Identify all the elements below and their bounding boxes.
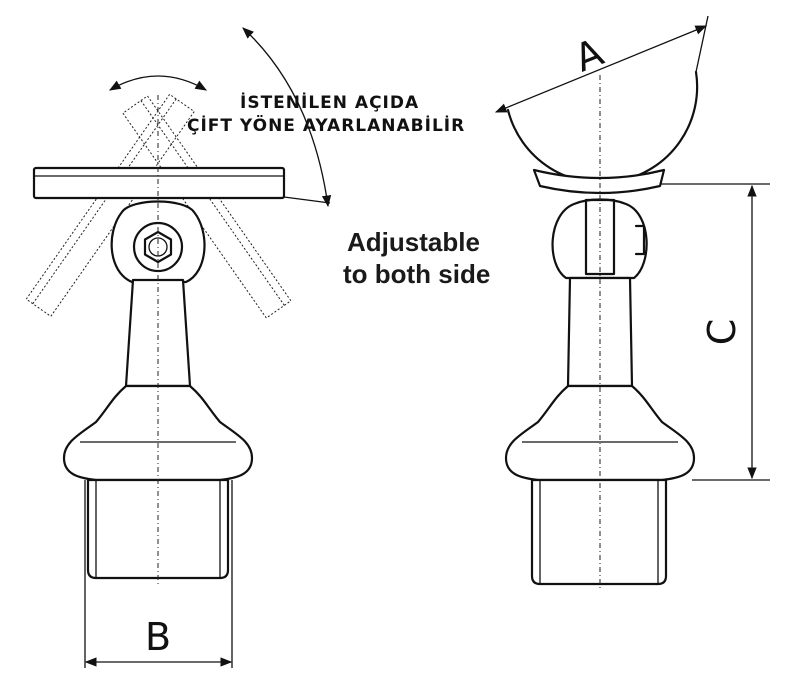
note-line-2: ÇİFT YÖNE AYARLANABİLİR (187, 114, 465, 136)
caption-line-2: to both side (343, 259, 490, 289)
dimension-c-label: C (700, 319, 744, 346)
hex-socket-icon (143, 230, 173, 264)
front-view: B (25, 27, 332, 668)
saddle-lip (532, 168, 666, 195)
saddle-cup (506, 70, 699, 184)
caption-line-1: Adjustable (347, 227, 480, 257)
adjustable-caption: Adjustable to both side (343, 227, 490, 289)
saddle-plate (32, 166, 286, 200)
dimension-a-label: A (569, 30, 610, 81)
adjustment-note: İSTENİLEN AÇIDA ÇİFT YÖNE AYARLANABİLİR (187, 91, 465, 136)
note-line-1: İSTENİLEN AÇIDA (240, 91, 419, 113)
dimension-c: C (660, 183, 770, 481)
tilt-range-arrow (242, 27, 332, 208)
dimension-b-label: B (145, 615, 171, 659)
dimension-b: B (84, 480, 233, 668)
tilt-arc-arrow (108, 75, 208, 91)
side-view: A C (494, 15, 770, 590)
side-spigot (530, 478, 668, 586)
